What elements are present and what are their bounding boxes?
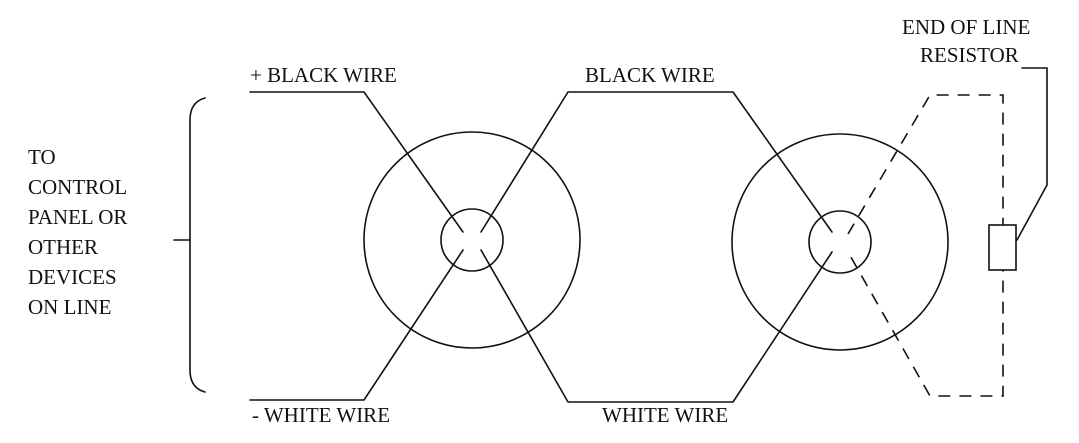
control-panel-line-3: PANEL OR [28, 205, 127, 229]
control-panel-brace [189, 97, 206, 393]
eol-resistor [988, 224, 1017, 271]
minus-white-wire [249, 249, 464, 401]
detector-2-terminal [808, 210, 872, 274]
black-wire [480, 91, 833, 233]
black-wire-label: BLACK WIRE [585, 63, 715, 87]
white-wire-label: WHITE WIRE [602, 403, 728, 427]
eol-label-line-1: END OF LINE [902, 15, 1030, 39]
eol-label-line-2: RESISTOR [920, 43, 1019, 67]
minus-white-wire-label: - WHITE WIRE [252, 403, 390, 427]
detector-1-terminal [440, 208, 504, 272]
white-wire [480, 249, 833, 403]
eol-leader-line [1016, 67, 1048, 241]
control-panel-line-6: ON LINE [28, 295, 111, 319]
control-panel-line-1: TO [28, 145, 56, 169]
control-panel-label: TO CONTROL PANEL OR OTHER DEVICES ON LIN… [28, 145, 133, 319]
control-panel-line-4: OTHER [28, 235, 98, 259]
plus-black-wire [249, 91, 464, 233]
control-panel-line-5: DEVICES [28, 265, 117, 289]
control-panel-line-2: CONTROL [28, 175, 126, 199]
detector-2-outer [731, 133, 949, 351]
detector-1-outer [363, 131, 581, 349]
plus-black-wire-label: + BLACK WIRE [250, 63, 397, 87]
